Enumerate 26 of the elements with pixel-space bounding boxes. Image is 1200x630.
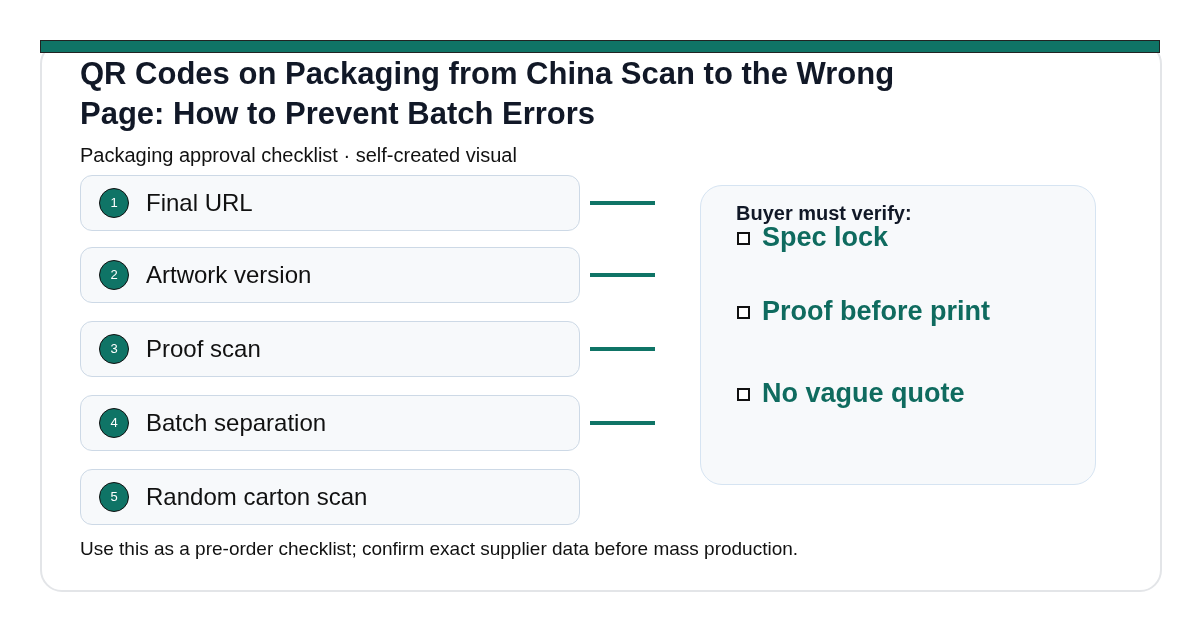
connector-line	[590, 201, 655, 205]
connector-line	[590, 347, 655, 351]
connector-line	[590, 273, 655, 277]
step-label: Final URL	[146, 189, 253, 217]
step-label: Proof scan	[146, 335, 261, 363]
checklist-item: No vague quote	[762, 378, 965, 409]
number-badge: 1	[99, 188, 129, 218]
panel-heading: Buyer must verify:	[736, 202, 912, 225]
step-box	[80, 395, 580, 451]
number-badge: 2	[99, 260, 129, 290]
step-label: Random carton scan	[146, 483, 368, 511]
step-box	[80, 321, 580, 377]
step-label: Batch separation	[146, 409, 327, 437]
title: QR Codes on Packaging from China Scan to the Wrong Page: How to Prevent Batch Errors	[80, 55, 896, 133]
number-badge: 4	[99, 408, 129, 438]
number-badge: 3	[99, 334, 129, 364]
checklist-item: Proof before print	[762, 296, 990, 327]
number-badge: 5	[99, 482, 129, 512]
caption: Use this as a pre-order checklist; confirm exact supplier data before mass production.	[80, 538, 799, 560]
step-box	[80, 469, 580, 525]
connector-line	[590, 421, 655, 425]
subtitle: Packaging approval checklist · self-created visual	[80, 144, 517, 167]
step-box	[80, 247, 580, 303]
step-label: Artwork version	[146, 261, 312, 289]
verify-panel	[700, 185, 1096, 485]
step-box	[80, 175, 580, 231]
